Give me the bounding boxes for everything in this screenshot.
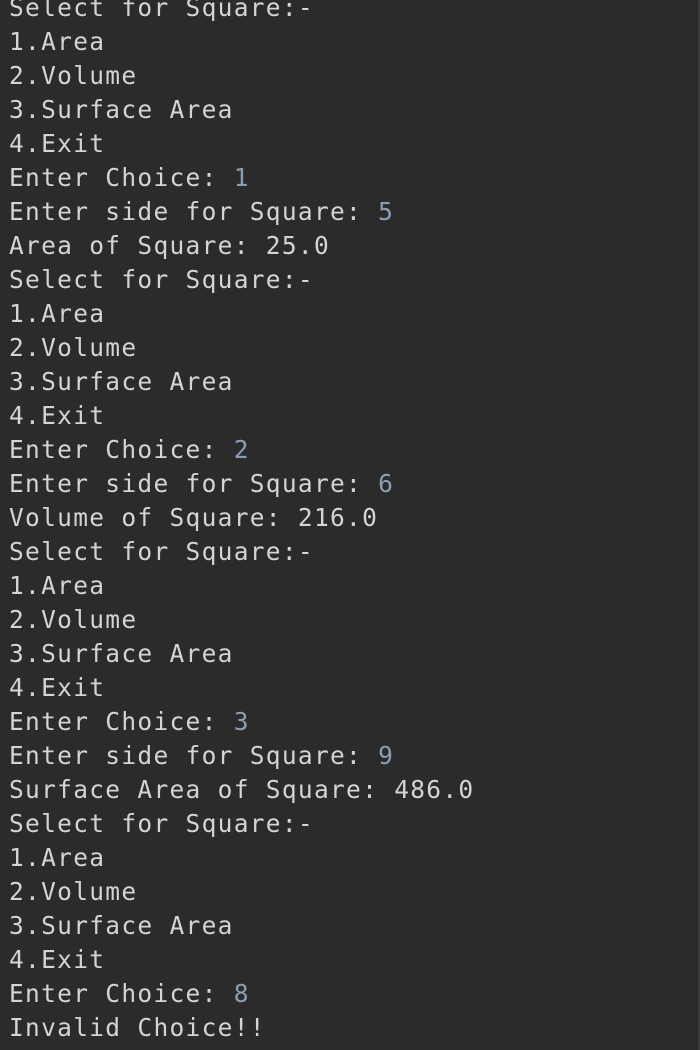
console-output-text: 1.Area [9,27,106,56]
console-line: Enter Choice: 3 [9,705,474,739]
console-line: Select for Square:- [9,263,474,297]
console-output-text: Enter side for Square: [9,197,379,226]
console-line: 2.Volume [9,59,474,93]
console-user-input: 5 [378,197,395,226]
console-user-input: 6 [378,469,395,498]
console-output-text: 2.Volume [9,605,138,634]
console-line: Enter side for Square: 9 [9,739,474,773]
console-line: 1.Area [9,569,474,603]
console-output-text: Select for Square:- [9,265,314,294]
console-user-input: 1 [233,163,250,192]
console-output-text: Surface Area of Square: 486.0 [9,775,475,804]
console-line: 4.Exit [9,127,474,161]
console-user-input: 9 [378,741,395,770]
console-line: Enter Choice: 2 [9,433,474,467]
console-output-text: 1.Area [9,843,106,872]
console-line: 3.Surface Area [9,365,474,399]
console-output-text: Select for Square:- [9,809,314,838]
console-output-text: Volume of Square: 216.0 [9,503,379,532]
console-output-text: 3.Surface Area [9,911,234,940]
console-output-text: 2.Volume [9,333,138,362]
console-line: Enter Choice: 1 [9,161,474,195]
console-line: 2.Volume [9,875,474,909]
console-line: Enter Choice: 8 [9,977,474,1011]
console-user-input: 3 [233,707,250,736]
console-output-text: Select for Square:- [9,0,314,22]
console-output-text: Enter Choice: [9,707,234,736]
console-line: Select for Square:- [9,0,474,25]
console-user-input: 8 [233,979,250,1008]
console-line: 2.Volume [9,331,474,365]
console-line: 2.Volume [9,603,474,637]
console-output-text: 3.Surface Area [9,639,234,668]
console-output-text: Enter Choice: [9,163,234,192]
console-line: Area of Square: 25.0 [9,229,474,263]
console-output-text: 2.Volume [9,877,138,906]
console-output-text: 4.Exit [9,129,106,158]
console-output-text: Enter Choice: [9,979,234,1008]
console-line: 1.Area [9,297,474,331]
console-output-text: 3.Surface Area [9,367,234,396]
console-output-text: Enter Choice: [9,435,234,464]
console-output-text: Enter side for Square: [9,469,379,498]
console-line: Select for Square:- [9,535,474,569]
console-line: 3.Surface Area [9,93,474,127]
console-line: 3.Surface Area [9,637,474,671]
console-line: 3.Surface Area [9,909,474,943]
console-line: Volume of Square: 216.0 [9,501,474,535]
console-line: 1.Area [9,841,474,875]
console-line: 4.Exit [9,671,474,705]
console-output-text: Enter side for Square: [9,741,379,770]
console-line: Enter side for Square: 5 [9,195,474,229]
console-line: 4.Exit [9,399,474,433]
console-line: Invalid Choice!! [9,1011,474,1045]
console-output-text: Invalid Choice!! [9,1013,266,1042]
console-line: 1.Area [9,25,474,59]
console-output-text: 4.Exit [9,401,106,430]
console-output-text: Select for Square:- [9,537,314,566]
console-line: Select for Square:- [9,807,474,841]
console-output-text: 4.Exit [9,673,106,702]
console-output-text: 3.Surface Area [9,95,234,124]
console-output-text: 1.Area [9,571,106,600]
console-line: 4.Exit [9,943,474,977]
console-line: Enter side for Square: 6 [9,467,474,501]
console-line: Surface Area of Square: 486.0 [9,773,474,807]
console-output-text: 2.Volume [9,61,138,90]
console-output-text: 1.Area [9,299,106,328]
console-user-input: 2 [233,435,250,464]
console-lines: Select for Square:- 1.Area 2.Volume 3.Surfa… [9,0,474,1045]
console-output-text: 4.Exit [9,945,106,974]
console-output-text: Area of Square: 25.0 [9,231,331,260]
